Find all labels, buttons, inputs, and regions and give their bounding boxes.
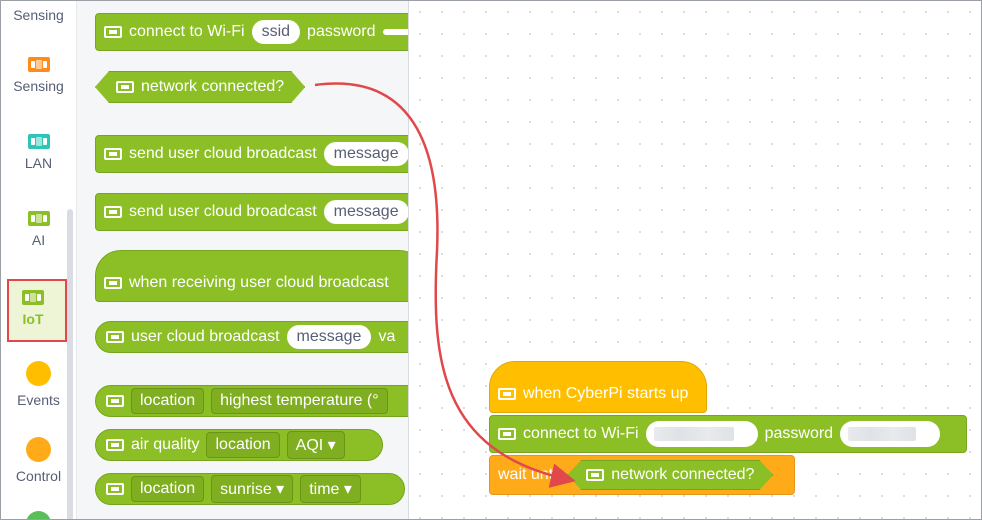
iot-block-icon: [106, 439, 124, 451]
iot-block-icon: [106, 483, 124, 495]
lan-extension-icon: [27, 134, 50, 149]
category-lan[interactable]: LAN: [1, 134, 76, 171]
block-text: va: [378, 328, 396, 345]
iot-block-icon: [104, 26, 122, 38]
iot-block-icon: [116, 81, 134, 93]
block-network-connected-nested[interactable]: network connected?: [567, 460, 773, 490]
event-dropdown[interactable]: sunrise ▾: [211, 475, 294, 503]
password-input-blurred[interactable]: [840, 421, 941, 447]
block-user-cloud-broadcast[interactable]: user cloud broadcast message va: [95, 321, 408, 353]
iot-block-icon: [106, 331, 124, 343]
iot-block-icon: [104, 206, 122, 218]
iot-block-icon: [104, 277, 122, 289]
ssid-input-blurred[interactable]: [645, 421, 758, 447]
category-label: Sensing: [13, 7, 64, 23]
category-label: Control: [15, 468, 62, 484]
metric-dropdown[interactable]: AQI ▾: [286, 431, 345, 459]
block-text: connect to Wi-Fi: [523, 425, 639, 442]
unit-dropdown[interactable]: time ▾: [300, 475, 361, 503]
category-sensing[interactable]: Sensing: [1, 57, 76, 94]
category-ai[interactable]: AI: [1, 211, 76, 248]
iot-block-icon: [498, 388, 516, 400]
category-label: Sensing: [13, 78, 64, 94]
script-workspace[interactable]: when CyberPi starts up connect to Wi-Fi …: [409, 1, 981, 519]
block-location-sun[interactable]: location sunrise ▾ time ▾: [95, 473, 405, 505]
iot-block-icon: [106, 395, 124, 407]
ai-extension-icon: [27, 211, 50, 226]
block-wait-until[interactable]: wait until network connected?: [489, 455, 795, 495]
block-air-quality[interactable]: air quality location AQI ▾: [95, 429, 383, 461]
iot-block-icon: [104, 148, 122, 160]
block-text: network connected?: [611, 466, 755, 483]
message-input[interactable]: message: [286, 325, 372, 349]
block-text: network connected?: [141, 78, 285, 95]
ssid-input[interactable]: ssid: [251, 20, 301, 44]
iot-block-icon: [498, 428, 516, 440]
message-input[interactable]: message: [323, 200, 408, 224]
block-text: password: [764, 425, 834, 442]
iot-block-icon: [586, 469, 604, 481]
block-send-broadcast[interactable]: send user cloud broadcast message: [95, 193, 408, 231]
category-sensing-top[interactable]: Sensing: [1, 7, 76, 23]
category-iot[interactable]: IoT: [3, 290, 63, 327]
category-label: LAN: [24, 155, 53, 171]
block-when-cyberpi-starts[interactable]: when CyberPi starts up: [489, 361, 707, 413]
category-label: IoT: [22, 311, 44, 327]
category-sidebar: Sensing Sensing LAN AI IoT Events Contro…: [1, 1, 77, 519]
location-input[interactable]: location: [131, 388, 205, 414]
block-text: send user cloud broadcast: [129, 203, 317, 220]
control-dot-icon: [26, 437, 51, 462]
category-operators[interactable]: [1, 511, 76, 519]
block-when-receiving[interactable]: when receiving user cloud broadcast: [95, 250, 408, 302]
block-send-broadcast[interactable]: send user cloud broadcast message: [95, 135, 408, 173]
block-text: password: [307, 23, 376, 40]
block-text: wait until: [498, 466, 561, 483]
block-text: send user cloud broadcast: [129, 145, 317, 162]
password-input[interactable]: [382, 29, 408, 35]
location-input[interactable]: location: [131, 476, 205, 502]
field-dropdown[interactable]: highest temperature (°: [211, 388, 388, 414]
category-iot-selected[interactable]: IoT: [7, 279, 67, 342]
iot-extension-icon: [22, 290, 44, 305]
category-label: AI: [31, 232, 46, 248]
category-control[interactable]: Control: [1, 437, 76, 484]
location-input[interactable]: location: [206, 432, 280, 458]
block-palette: connect to Wi-Fi ssid password network c…: [77, 1, 409, 519]
block-network-connected[interactable]: network connected?: [95, 71, 305, 103]
message-input[interactable]: message: [323, 142, 408, 166]
block-text: connect to Wi-Fi: [129, 23, 245, 40]
block-text: when CyberPi starts up: [523, 385, 689, 402]
block-connect-wifi[interactable]: connect to Wi-Fi ssid password: [95, 13, 408, 51]
block-connect-wifi-workspace[interactable]: connect to Wi-Fi password: [489, 415, 967, 453]
sidebar-scrollbar[interactable]: [67, 209, 73, 519]
category-label: Events: [17, 392, 60, 408]
category-events[interactable]: Events: [1, 361, 76, 408]
events-dot-icon: [26, 361, 51, 386]
block-text: when receiving user cloud broadcast: [129, 274, 389, 291]
block-text: air quality: [131, 436, 200, 453]
operators-dot-icon: [26, 511, 51, 519]
block-text: user cloud broadcast: [131, 328, 280, 345]
sensing-extension-icon: [27, 57, 50, 72]
block-location-temperature[interactable]: location highest temperature (°: [95, 385, 408, 417]
